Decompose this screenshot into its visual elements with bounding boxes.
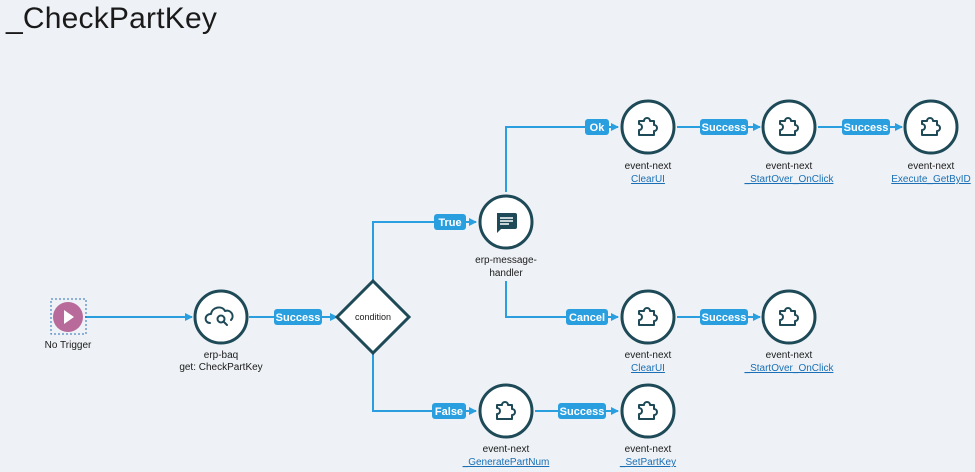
trigger-node[interactable]: No Trigger	[45, 298, 92, 351]
badge-cancel-success: Success	[700, 309, 748, 325]
node-label: event-next	[766, 350, 813, 361]
svg-text:False: False	[435, 406, 463, 418]
condition-label: condition	[355, 312, 391, 322]
svg-text:Ok: Ok	[590, 122, 606, 134]
badge-true: True	[434, 214, 466, 230]
event-next-setpartkey[interactable]: event-next _SetPartKey	[619, 383, 676, 468]
message-handler-node[interactable]: erp-message- handler	[475, 194, 537, 279]
svg-text:Success: Success	[560, 406, 605, 418]
event-next-generatepartnum[interactable]: event-next _GeneratePartNum	[462, 383, 550, 468]
node-link[interactable]: _SetPartKey	[619, 457, 676, 468]
page-title: _CheckPartKey	[6, 2, 218, 35]
message-handler-label-2: handler	[489, 268, 523, 279]
node-link[interactable]: ClearUI	[631, 363, 665, 374]
node-label: event-next	[625, 161, 672, 172]
erp-baq-sub: get: CheckPartKey	[179, 362, 262, 373]
badge-ok: Ok	[585, 119, 609, 135]
erp-baq-node[interactable]: erp-baq get: CheckPartKey	[179, 289, 263, 373]
event-next-clearui-cancel[interactable]: event-next ClearUI	[620, 289, 676, 374]
node-label: event-next	[766, 161, 813, 172]
event-next-execute-getbyid[interactable]: event-next Execute_GetByID	[891, 99, 971, 185]
node-link[interactable]: _StartOver_OnClick	[744, 174, 835, 185]
condition-node[interactable]: condition	[334, 278, 412, 356]
erp-baq-label: erp-baq	[204, 350, 238, 361]
node-label: event-next	[908, 161, 955, 172]
svg-text:Success: Success	[702, 312, 747, 324]
edge-condition-true[interactable]	[372, 218, 477, 280]
svg-text:Success: Success	[702, 122, 747, 134]
event-next-startover-ok[interactable]: event-next _StartOver_OnClick	[744, 99, 835, 185]
event-next-clearui-ok[interactable]: event-next ClearUI	[620, 99, 676, 185]
badge-baq-success: Success	[274, 309, 322, 325]
node-link[interactable]: _StartOver_OnClick	[744, 363, 835, 374]
badge-false-success: Success	[558, 403, 606, 419]
node-label: event-next	[483, 444, 530, 455]
badge-cancel: Cancel	[566, 309, 608, 325]
edge-condition-false[interactable]	[372, 353, 477, 415]
svg-text:Success: Success	[844, 122, 889, 134]
node-label: event-next	[625, 350, 672, 361]
svg-text:True: True	[438, 217, 461, 229]
cloud-search-icon	[204, 306, 234, 326]
badge-ok-success-1: Success	[700, 119, 748, 135]
play-icon	[64, 310, 74, 324]
badge-false: False	[432, 403, 466, 419]
node-label: event-next	[625, 444, 672, 455]
message-handler-label-1: erp-message-	[475, 255, 537, 266]
node-link[interactable]: _GeneratePartNum	[462, 457, 550, 468]
event-next-startover-cancel[interactable]: event-next _StartOver_OnClick	[744, 289, 835, 374]
badge-ok-success-2: Success	[842, 119, 890, 135]
edge-handler-ok[interactable]	[505, 123, 619, 192]
node-link[interactable]: ClearUI	[631, 174, 665, 185]
trigger-label: No Trigger	[45, 340, 92, 351]
svg-text:Success: Success	[276, 312, 321, 324]
svg-text:Cancel: Cancel	[569, 312, 605, 324]
chat-message-icon	[497, 213, 517, 233]
node-link[interactable]: Execute_GetByID	[891, 174, 970, 185]
